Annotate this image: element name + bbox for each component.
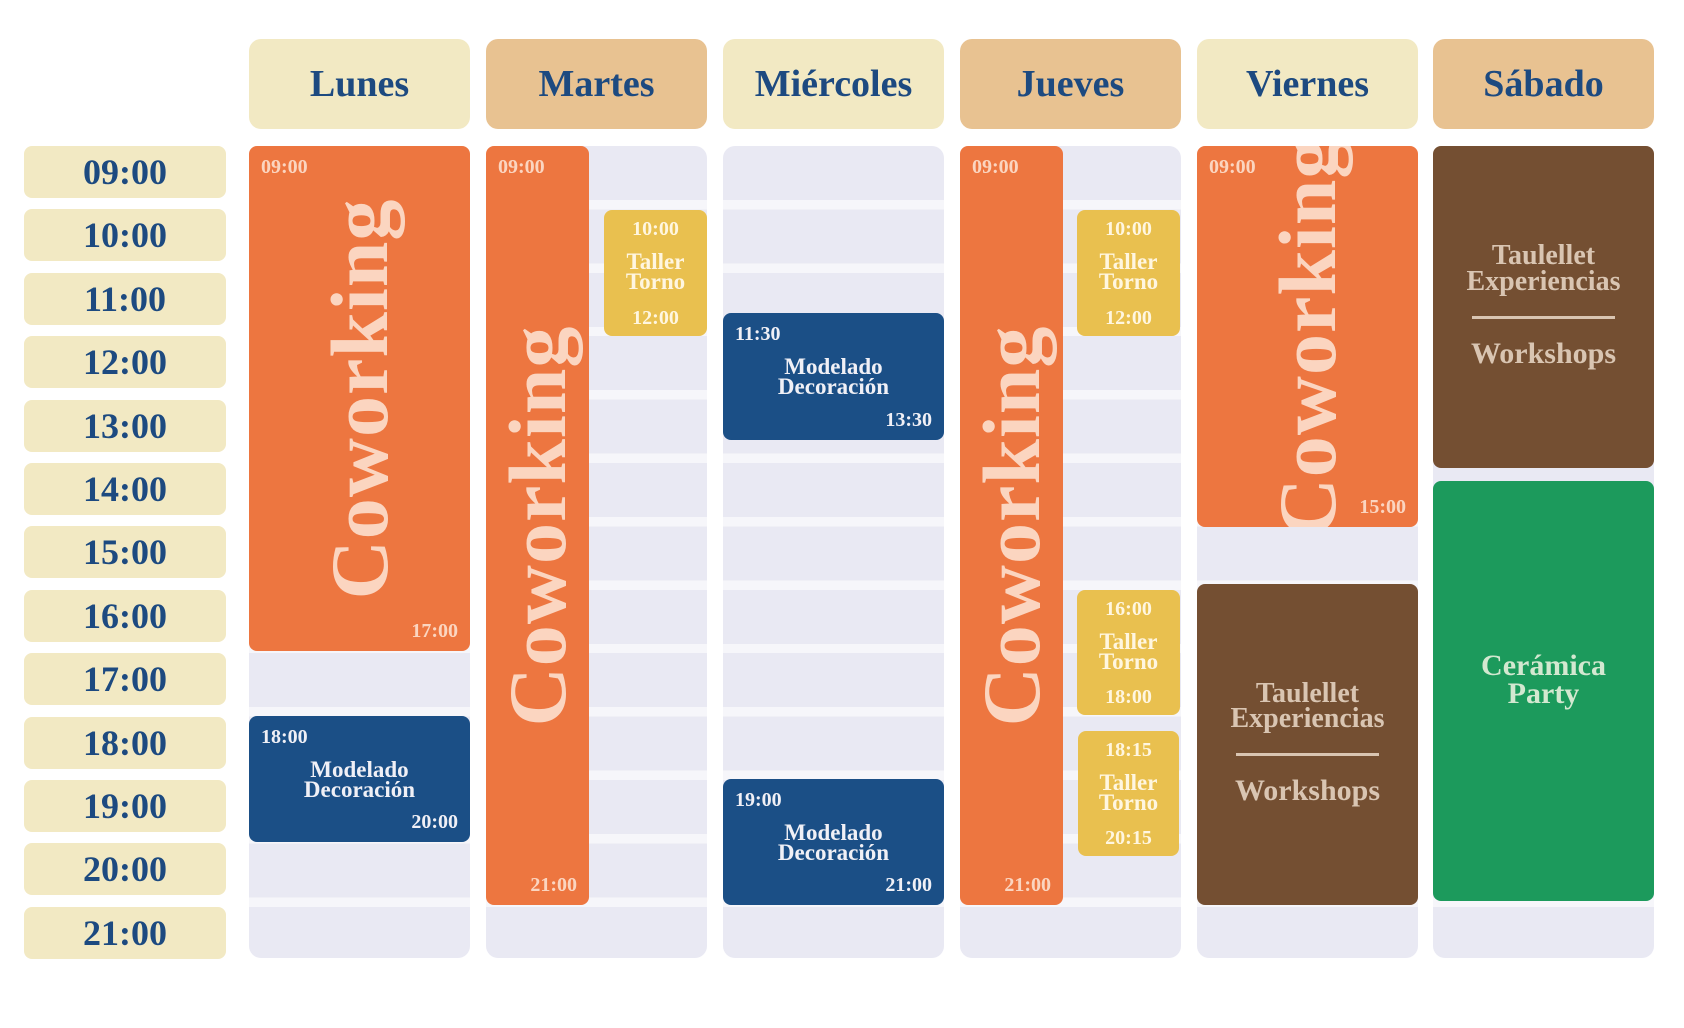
event-title-line: Torno xyxy=(1098,790,1159,816)
event-title-line: Taller xyxy=(1099,629,1158,654)
event-start-time: 10:00 xyxy=(632,218,679,240)
event-end-time: 13:30 xyxy=(885,409,932,431)
event-title-line: Modelado xyxy=(784,820,883,845)
event-title-line: Cerámica xyxy=(1481,648,1606,682)
day-header-miercoles: Miércoles xyxy=(723,39,944,129)
event-title: Coworking xyxy=(491,325,583,726)
event-title-line: Decoración xyxy=(777,840,890,866)
time-label: 16:00 xyxy=(24,589,226,642)
event-title-line: Modelado xyxy=(310,757,409,782)
event-title-line: Taulellet xyxy=(1255,677,1360,709)
event-end-time: 17:00 xyxy=(411,620,458,642)
event-subtitle: Workshops xyxy=(1470,336,1617,370)
event-start-time: 09:00 xyxy=(261,156,308,178)
event-end-time: 21:00 xyxy=(885,874,932,896)
event-title-line: Torno xyxy=(1098,649,1159,675)
time-label: 18:00 xyxy=(24,716,226,769)
event-end-time: 18:00 xyxy=(1105,686,1152,708)
event-title: Coworking xyxy=(965,325,1057,726)
event-start-time: 10:00 xyxy=(1105,218,1152,240)
event-start-time: 11:30 xyxy=(735,323,781,345)
time-label: 20:00 xyxy=(24,843,226,896)
event-title-line: Party xyxy=(1507,677,1580,710)
time-label: 15:00 xyxy=(24,526,226,579)
event-start-time: 09:00 xyxy=(1209,156,1256,178)
event-title-line: Taller xyxy=(626,249,685,274)
event-end-time: 20:15 xyxy=(1105,827,1152,849)
day-header-sabado: Sábado xyxy=(1433,39,1654,129)
event-end-time: 21:00 xyxy=(1004,874,1051,896)
event-title-line: Taller xyxy=(1099,770,1158,795)
event-start-time: 18:15 xyxy=(1105,739,1152,761)
event-end-time: 15:00 xyxy=(1359,496,1406,518)
day-header-lunes: Lunes xyxy=(249,39,470,129)
event-title-line: Modelado xyxy=(784,354,883,379)
event-title: Coworking xyxy=(313,198,405,599)
event-end-time: 20:00 xyxy=(411,811,458,833)
time-label: 14:00 xyxy=(24,463,226,515)
time-label: 17:00 xyxy=(24,653,226,706)
event-title-line: Experiencias xyxy=(1230,703,1385,734)
event-start-time: 09:00 xyxy=(972,156,1019,178)
event-title: Coworking xyxy=(1261,146,1353,527)
event-start-time: 18:00 xyxy=(261,726,308,748)
time-label: 10:00 xyxy=(24,209,226,262)
time-label: 12:00 xyxy=(24,336,226,389)
time-label: 13:00 xyxy=(24,399,226,452)
event-title-line: Experiencias xyxy=(1466,265,1621,297)
time-label: 09:00 xyxy=(24,146,226,198)
divider xyxy=(1236,753,1379,757)
event-end-time: 12:00 xyxy=(632,307,679,329)
day-header-martes: Martes xyxy=(486,39,707,129)
day-header-viernes: Viernes xyxy=(1197,39,1418,129)
time-label: 19:00 xyxy=(24,780,226,832)
event-title-line: Decoración xyxy=(303,777,416,803)
event-title-line: Torno xyxy=(1098,269,1159,295)
event-start-time: 09:00 xyxy=(498,156,545,178)
event-start-time: 16:00 xyxy=(1105,598,1152,620)
event-title-line: Taulellet xyxy=(1491,240,1596,272)
time-label: 21:00 xyxy=(24,906,226,959)
event-start-time: 19:00 xyxy=(735,789,782,811)
event-end-time: 12:00 xyxy=(1105,307,1152,329)
event-title-line: Taller xyxy=(1099,249,1158,274)
time-label: 11:00 xyxy=(24,272,226,325)
event-title-line: Torno xyxy=(625,269,686,295)
divider xyxy=(1472,315,1615,319)
event-subtitle: Workshops xyxy=(1234,774,1381,808)
event-title-line: Decoración xyxy=(777,374,890,400)
day-header-jueves: Jueves xyxy=(960,39,1181,129)
event-end-time: 21:00 xyxy=(530,874,577,896)
